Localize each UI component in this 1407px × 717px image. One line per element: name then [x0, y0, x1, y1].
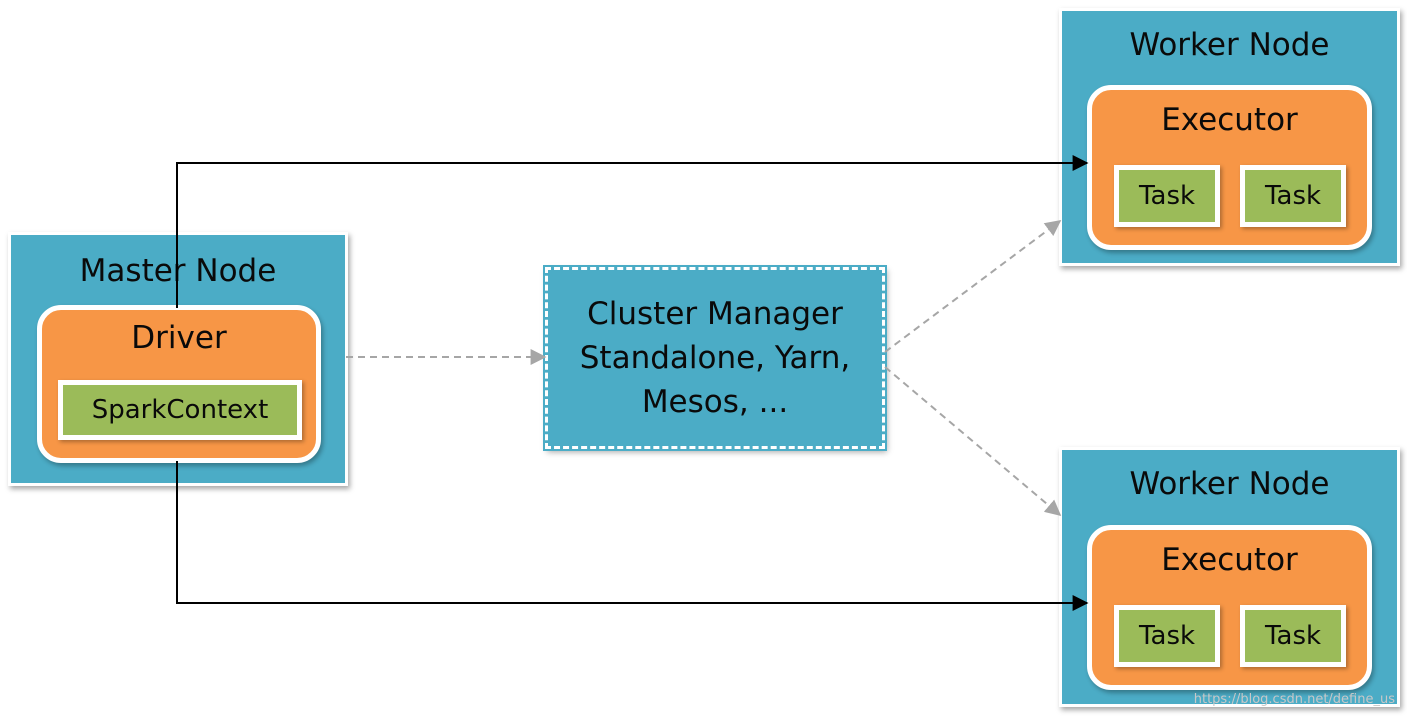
driver-to-worker2-arrow	[176, 461, 1089, 611]
cluster-manager-box: Cluster Manager Standalone, Yarn, Mesos,…	[543, 265, 887, 451]
task-box: Task	[1240, 605, 1346, 667]
cluster-manager-line: Mesos, ...	[641, 384, 789, 420]
task-box: Task	[1114, 605, 1220, 667]
worker-node-title: Worker Node	[1129, 466, 1330, 502]
executor-label: Executor	[1161, 102, 1298, 138]
worker-node: Worker Node Executor Task Task	[1059, 447, 1400, 707]
spark-context-box: SparkContext	[58, 380, 302, 440]
executor-box: Executor Task Task	[1087, 85, 1372, 250]
worker-node: Worker Node Executor Task Task	[1059, 8, 1400, 266]
executor-box: Executor Task Task	[1087, 525, 1372, 690]
cluster-manager-to-worker1-arrow	[884, 220, 1062, 353]
driver-box: Driver SparkContext	[37, 305, 321, 463]
executor-label: Executor	[1161, 542, 1298, 578]
driver-to-worker1-arrow	[176, 155, 1089, 308]
watermark-text: https://blog.csdn.net/define_us	[1193, 692, 1395, 707]
task-box: Task	[1240, 165, 1346, 227]
worker-node-title: Worker Node	[1129, 27, 1330, 63]
cluster-manager-text: Cluster Manager Standalone, Yarn, Mesos,…	[580, 292, 851, 424]
cluster-manager-to-worker2-arrow	[884, 366, 1062, 517]
task-box: Task	[1114, 165, 1220, 227]
driver-label: Driver	[131, 320, 227, 356]
cluster-manager-line: Cluster Manager	[587, 296, 843, 332]
cluster-manager-line: Standalone, Yarn,	[579, 340, 851, 376]
